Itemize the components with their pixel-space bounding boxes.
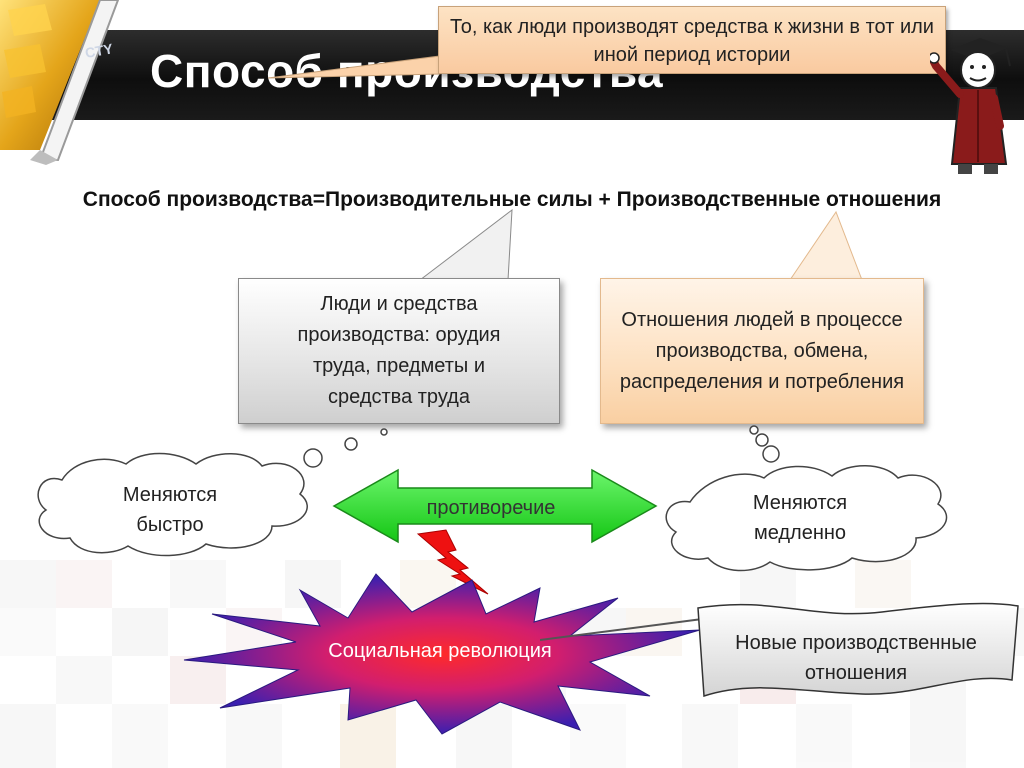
thought-clouds xyxy=(37,425,948,572)
definition-note: То, как люди производят средства к жизни… xyxy=(438,6,946,74)
new-relations-box xyxy=(697,602,1019,698)
productive-forces-box: Люди и средства производства: орудия тру… xyxy=(238,278,560,424)
productive-forces-text: Люди и средства производства: орудия тру… xyxy=(297,293,501,408)
social-revolution-label: Социальная революция xyxy=(328,640,552,662)
contradiction-label: противоречие xyxy=(426,497,556,519)
gold-bars-image: CTY xyxy=(0,0,120,165)
fast-change-text: Меняются быстро xyxy=(122,484,218,536)
lightning-icon xyxy=(416,529,489,595)
svg-text:CTY: CTY xyxy=(84,40,115,61)
production-relations-box: Отношения людей в процессе производства,… xyxy=(600,278,924,424)
right-cloud xyxy=(665,465,948,572)
revolution-explosion xyxy=(183,573,700,735)
slow-change-text: Меняются медленно xyxy=(752,492,848,544)
production-relations-text: Отношения людей в процессе производства,… xyxy=(619,308,905,393)
contradiction-arrow xyxy=(332,468,658,544)
professor-figure xyxy=(930,38,1011,174)
callout-tails xyxy=(418,208,863,281)
left-cloud xyxy=(37,452,308,557)
revolution-connector xyxy=(540,617,711,641)
formula-text: Способ производства=Производительные сил… xyxy=(82,188,942,211)
new-relations-text: Новые производственные отношения xyxy=(735,632,977,684)
